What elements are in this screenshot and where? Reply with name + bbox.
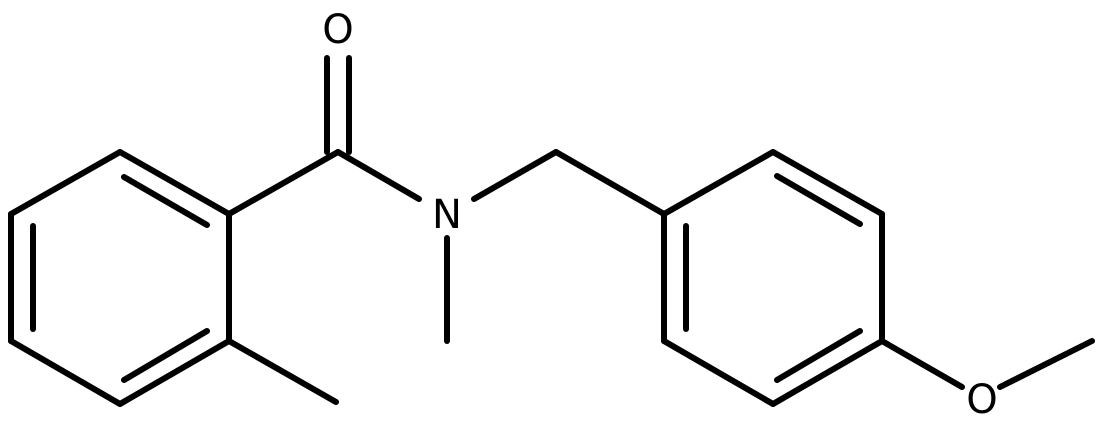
ring-bond	[770, 338, 885, 407]
aryl-ether-bond	[879, 338, 965, 390]
ring-bond	[8, 149, 123, 217]
amide-nitrogen-label: N	[432, 192, 462, 238]
ring-bond	[117, 149, 232, 217]
aryl-methyl-bond	[226, 338, 339, 405]
carbonyl-oxygen-label: O	[322, 7, 353, 53]
ring-double-bond	[774, 328, 863, 383]
ring-bond	[770, 149, 885, 217]
ring-bond	[117, 338, 232, 407]
toluoyl-ring	[8, 149, 232, 407]
ring-double-bond	[121, 174, 210, 228]
ring-bond	[661, 149, 776, 217]
amide-bond	[335, 149, 422, 202]
n-benzyl-bond	[471, 149, 559, 202]
methoxyphenyl-ring	[661, 149, 885, 407]
ring-bond	[661, 338, 776, 407]
ring-double-bond	[121, 328, 210, 383]
ring-to-carbonyl-bond	[226, 149, 341, 217]
ether-oxygen-label: O	[966, 377, 997, 423]
ring-double-bond	[774, 173, 863, 227]
benzyl-ch2-bond	[553, 149, 667, 217]
ether-methyl-bond	[997, 338, 1095, 390]
ring-bond	[8, 338, 123, 407]
